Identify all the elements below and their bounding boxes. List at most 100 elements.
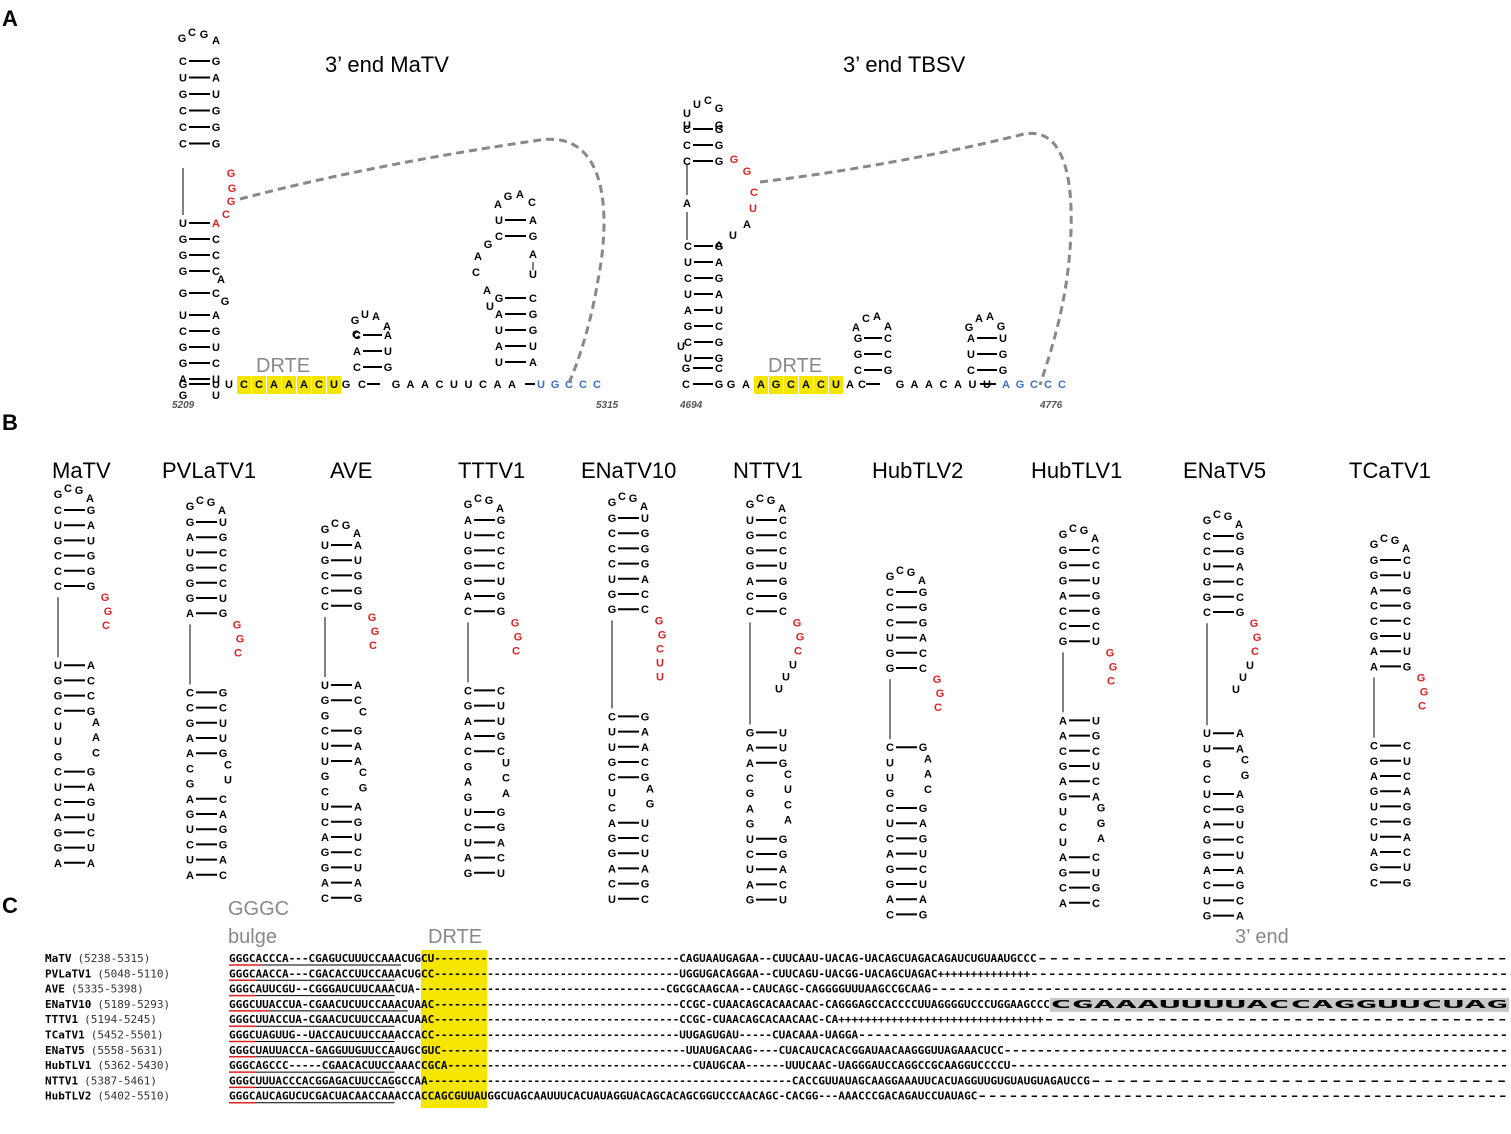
- nucleotide: G: [608, 833, 617, 845]
- nucleotide: C: [353, 330, 361, 342]
- nucleotide: G: [629, 493, 638, 505]
- bulge-nt: G: [655, 615, 664, 627]
- nucleotide: G: [321, 695, 330, 707]
- nucleotide: C: [746, 773, 754, 785]
- nucleotide: C: [967, 365, 975, 377]
- nucleotide: G: [354, 601, 363, 613]
- nucleotide: G: [87, 706, 96, 718]
- nucleotide: U: [212, 390, 220, 402]
- nucleotide: G: [1236, 880, 1245, 892]
- tail-nt: C: [1044, 379, 1052, 391]
- nucleotide: U: [746, 515, 754, 527]
- sequence-name: PVLaTV1: [45, 967, 92, 980]
- nucleotide: A: [1059, 776, 1067, 788]
- nucleotide: C: [1236, 835, 1244, 847]
- nucleotide: C: [354, 847, 362, 859]
- nucleotide: U: [179, 73, 187, 85]
- nucleotide: G: [608, 848, 617, 860]
- nucleotide: G: [464, 868, 473, 880]
- nucleotide: A: [919, 894, 927, 906]
- nucleotide: A: [802, 379, 810, 391]
- nucleotide: U: [529, 269, 537, 281]
- aligned-seq-tail: -------------------------------------CCG…: [434, 1013, 1044, 1026]
- nucleotide: C: [87, 827, 95, 839]
- nucleotide: A: [1403, 786, 1411, 798]
- bulge-nt: U: [656, 671, 664, 683]
- nucleotide: A: [919, 633, 927, 645]
- nucleotide: C: [321, 726, 329, 738]
- nucleotide: G: [1059, 867, 1068, 879]
- nucleotide: G: [1370, 555, 1379, 567]
- nucleotide: A: [219, 855, 227, 867]
- nucleotide: G: [886, 879, 895, 891]
- nucleotide: G: [1059, 761, 1068, 773]
- aligned-seq-end: ----------------------------------------…: [1004, 1044, 1508, 1057]
- aligned-seq: AACCA---CGACACCUUCCAAACUGCC: [255, 967, 434, 980]
- nucleotide: G: [746, 545, 755, 557]
- nucleotide: A: [384, 330, 392, 342]
- nucleotide: G: [641, 559, 650, 571]
- nucleotide: U: [495, 325, 503, 337]
- nucleotide: A: [1091, 533, 1099, 545]
- nucleotide: C: [497, 685, 505, 697]
- nucleotide: C: [641, 894, 649, 906]
- nucleotide: C: [186, 839, 194, 851]
- nucleotide: G: [779, 834, 788, 846]
- nucleotide: G: [200, 29, 209, 41]
- nucleotide: C: [464, 822, 472, 834]
- nucleotide: G: [87, 581, 96, 593]
- bulge-nt: A: [212, 218, 220, 230]
- nucleotide: U: [330, 379, 338, 391]
- nucleotide: A: [186, 608, 194, 620]
- nucleotide: C: [886, 803, 894, 815]
- nucleotide: A: [684, 305, 692, 317]
- nucleotide: G: [1370, 631, 1379, 643]
- sequence-range: (5452-5501): [91, 1029, 164, 1042]
- tail-nt: C: [1030, 379, 1038, 391]
- nucleotide: C: [212, 358, 220, 370]
- nucleotide: G: [186, 578, 195, 590]
- nucleotide: G: [87, 551, 96, 563]
- nucleotide: C: [255, 379, 263, 391]
- nucleotide: G: [1203, 515, 1212, 527]
- three-end-seq: UGCCC: [1004, 952, 1037, 965]
- drte-label-alignment: DRTE: [428, 926, 482, 948]
- nucleotide: U: [1092, 867, 1100, 879]
- drte-highlight: [252, 376, 266, 394]
- nucleotide: A: [757, 379, 765, 391]
- nucleotide: A: [92, 732, 100, 744]
- drte-highlight: [312, 376, 326, 394]
- structure-name: MaTV: [52, 458, 111, 483]
- nucleotide: A: [1403, 832, 1411, 844]
- nucleotide: G: [212, 326, 221, 338]
- aligned-seq-tail: -------------------------------------UUG…: [434, 1029, 858, 1042]
- bulge-nt: G: [233, 619, 242, 631]
- nucleotide: A: [87, 520, 95, 532]
- nucleotide: G: [919, 909, 928, 921]
- aligned-seq: AUUCGU--CGGGAUCUUCAAACUA-: [255, 983, 421, 996]
- nucleotide: C: [886, 833, 894, 845]
- nucleotide: G: [999, 365, 1008, 377]
- nucleotide: A: [464, 731, 472, 743]
- nucleotide: A: [87, 782, 95, 794]
- nucleotide: A: [218, 505, 226, 517]
- nucleotide: C: [321, 893, 329, 905]
- nucleotide: U: [1092, 715, 1100, 727]
- nucleotide: C: [884, 333, 892, 345]
- nucleotide: C: [54, 551, 62, 563]
- nucleotide: C: [92, 747, 100, 759]
- nucleotide: G: [1241, 770, 1250, 782]
- aligned-seq-end: ----------------------------------------…: [1037, 952, 1508, 965]
- sequence-range: (5362-5430): [97, 1059, 170, 1072]
- nucleotide: C: [1092, 776, 1100, 788]
- end-num-tbsv: 4776: [1039, 400, 1063, 411]
- nucleotide: C: [779, 606, 787, 618]
- nucleotide: U: [784, 784, 792, 796]
- nucleotide: U: [212, 379, 220, 391]
- nucleotide: G: [186, 593, 195, 605]
- nucleotide: C: [683, 140, 691, 152]
- nucleotide: G: [997, 321, 1006, 333]
- nucleotide: U: [608, 787, 616, 799]
- nucleotide: C: [886, 742, 894, 754]
- nucleotide: A: [975, 313, 983, 325]
